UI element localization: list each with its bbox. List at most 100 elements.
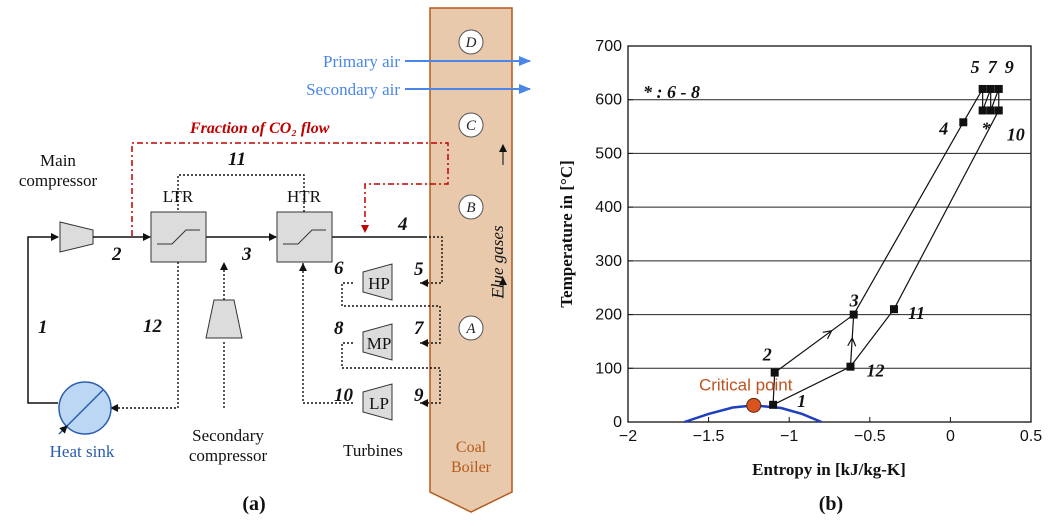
x-tick-label: −0.5 xyxy=(854,428,886,445)
state-label-4: 4 xyxy=(397,214,408,235)
caption-a: (a) xyxy=(242,493,265,515)
secondary-air-label: Secondary air xyxy=(306,80,400,99)
cycle-diagram: Coal Boiler D C B A Flue gases Primary a… xyxy=(19,7,531,515)
co2-fraction-line xyxy=(131,142,449,236)
x-tick-label: −1.5 xyxy=(693,428,725,445)
secondary-compressor-label-2: compressor xyxy=(189,446,268,465)
state-label-8: 8 xyxy=(334,318,344,339)
state-point-6 xyxy=(978,106,987,115)
arrowhead-sink xyxy=(110,404,118,412)
state-point-5 xyxy=(978,84,987,93)
y-tick-label: 500 xyxy=(595,145,622,162)
critical-point-marker xyxy=(746,397,762,413)
low-pressure-lines xyxy=(110,174,443,409)
path-direction-arrow xyxy=(847,336,857,347)
path-12-1 xyxy=(772,366,851,406)
boiler-section-a: A xyxy=(458,315,484,341)
lp-turbine xyxy=(362,383,393,421)
heat-sink-label: Heat sink xyxy=(50,442,115,461)
state-point-11 xyxy=(889,305,898,314)
state-label-3: 3 xyxy=(241,244,252,265)
state-point-9 xyxy=(994,84,1003,93)
point-label-3: 3 xyxy=(849,291,859,311)
main-compressor-label-2: compressor xyxy=(19,171,98,190)
plot-area xyxy=(627,45,1032,423)
primary-air-label: Primary air xyxy=(323,52,400,71)
svg-text:D: D xyxy=(465,35,477,51)
y-tick-label: 200 xyxy=(595,307,622,324)
state-point-10 xyxy=(994,106,1003,115)
htr-label: HTR xyxy=(287,187,322,206)
point-label-7: 7 xyxy=(988,57,998,77)
x-axis-title: Entropy in [kJ/kg-K] xyxy=(752,460,906,479)
point-label-9: 9 xyxy=(1005,57,1014,77)
point-label-5: 5 xyxy=(971,57,980,77)
co2-fraction-label: Fraction of CO₂ flow xyxy=(189,120,330,137)
boiler-label-line2: Boiler xyxy=(451,459,492,476)
arrowhead-seccomp xyxy=(220,262,228,270)
secondary-compressor-label-1: Secondary xyxy=(192,426,264,445)
boiler-section-b: B xyxy=(458,194,484,220)
state-label-7: 7 xyxy=(414,318,425,339)
state-point-3 xyxy=(849,310,858,319)
path-3-4 xyxy=(853,121,964,315)
state-label-9: 9 xyxy=(414,385,424,406)
state-point-8 xyxy=(986,106,995,115)
hp-turbine xyxy=(362,263,393,301)
star-marker: * xyxy=(981,118,991,138)
boiler-label-line1: Coal xyxy=(456,439,487,456)
path-11-12 xyxy=(849,308,895,368)
svg-text:B: B xyxy=(466,200,475,216)
state-point-4 xyxy=(959,118,968,127)
path-direction-arrow xyxy=(822,330,833,340)
point-label-12: 12 xyxy=(866,361,884,381)
x-tick-label: 0 xyxy=(946,428,955,445)
point-label-11: 11 xyxy=(908,303,925,323)
state-label-6: 6 xyxy=(334,258,344,279)
path-4-5 xyxy=(962,88,984,123)
y-tick-label: 0 xyxy=(613,414,622,431)
y-tick-label: 400 xyxy=(595,199,622,216)
state-label-11: 11 xyxy=(228,149,246,170)
state-label-10: 10 xyxy=(334,385,354,406)
point-label-2: 2 xyxy=(762,345,772,365)
state-point-7 xyxy=(986,84,995,93)
arrowhead-5 xyxy=(420,279,428,287)
arrowhead-7 xyxy=(420,339,428,347)
ltr-recuperator xyxy=(150,211,207,263)
mp-turbine xyxy=(362,323,393,361)
y-tick-label: 300 xyxy=(595,253,622,270)
coal-boiler xyxy=(429,7,513,513)
heat-sink xyxy=(58,381,112,435)
secondary-compressor xyxy=(205,299,243,339)
point-label-1: 1 xyxy=(797,391,806,411)
state-label-1: 1 xyxy=(38,317,48,338)
boiler-section-d: D xyxy=(458,29,484,55)
caption-b: (b) xyxy=(819,493,843,515)
arrowhead-10 xyxy=(299,263,307,271)
svg-text:C: C xyxy=(466,118,477,134)
x-tick-label: −1 xyxy=(780,428,798,445)
path-12-3 xyxy=(849,314,855,367)
state-point-12 xyxy=(846,362,855,371)
y-axis-title: Temperature in [°C] xyxy=(557,160,576,308)
htr-recuperator xyxy=(276,211,333,263)
path-2-3 xyxy=(774,314,855,374)
arrowhead-9 xyxy=(420,399,428,407)
critical-point-label: Critical point xyxy=(699,375,793,394)
path-1-2 xyxy=(772,372,776,405)
point-label-4: 4 xyxy=(938,118,948,138)
state-label-12: 12 xyxy=(143,316,163,337)
main-compressor xyxy=(59,221,94,253)
x-tick-label: 0.5 xyxy=(1020,428,1042,445)
mp-label: MP xyxy=(367,334,392,353)
state-label-2: 2 xyxy=(111,244,122,265)
x-tick-label: −2 xyxy=(619,428,637,445)
state-label-5: 5 xyxy=(414,259,424,280)
state-point-1 xyxy=(769,400,778,409)
point-label-10: 10 xyxy=(1007,124,1025,144)
path-10-11 xyxy=(893,110,1000,310)
